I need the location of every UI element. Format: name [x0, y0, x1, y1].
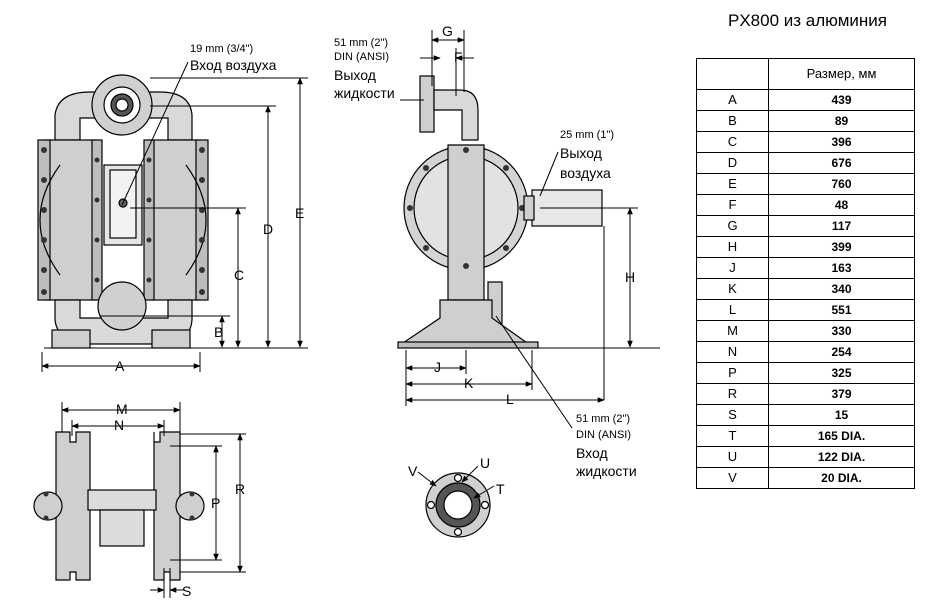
- air-inlet-size: 19 mm (3/4"): [190, 43, 253, 55]
- dim-m-label: M: [116, 401, 128, 417]
- dim-r-label: R: [235, 481, 245, 497]
- dim-p-label: P: [211, 495, 220, 511]
- dim-u-label: U: [480, 455, 490, 471]
- dim-e-label: E: [295, 205, 304, 221]
- table-cell-value: 165 DIA.: [768, 425, 915, 447]
- dim-n-label: N: [114, 417, 124, 433]
- table-cell-value: 20 DIA.: [768, 467, 915, 489]
- dim-d-label: D: [263, 221, 273, 237]
- dim-v-label: V: [408, 463, 418, 479]
- dim-f-label: F: [454, 49, 463, 65]
- table-header-key: [696, 58, 769, 90]
- page-title: PX800 из алюминия: [728, 11, 887, 30]
- air-exhaust-label-1: Выход: [560, 145, 602, 161]
- dim-a-label: A: [115, 358, 125, 374]
- fluid-inlet-size: 51 mm (2"): [576, 413, 630, 425]
- fluid-inlet-label-2: жидкости: [576, 463, 637, 479]
- fluid-outlet-label-2: жидкости: [334, 85, 395, 101]
- air-inlet-label: Вход воздуха: [190, 57, 277, 73]
- air-exhaust-size: 25 mm (1"): [560, 129, 614, 141]
- fluid-outlet-label-1: Выход: [334, 67, 376, 83]
- dim-g-label: G: [442, 23, 453, 39]
- dim-b-label: B: [214, 324, 223, 340]
- flange-view: [425, 472, 491, 538]
- dim-j-label: J: [434, 359, 441, 375]
- table-cell-value: 163: [768, 257, 915, 279]
- fluid-inlet-std: DIN (ANSI): [576, 429, 631, 441]
- table-header-value: Размер, мм: [768, 58, 915, 90]
- table-header-row: Размер, мм: [696, 58, 915, 90]
- front-view: [37, 74, 209, 349]
- dim-k-label: K: [464, 375, 474, 391]
- dim-h-label: H: [625, 269, 635, 285]
- fluid-inlet-label-1: Вход: [576, 445, 608, 461]
- dim-c-label: C: [234, 267, 244, 283]
- air-exhaust-label-2: воздуха: [560, 165, 611, 181]
- dim-s-label: S: [182, 583, 191, 599]
- fluid-outlet-std: DIN (ANSI): [334, 51, 389, 63]
- side-view: [397, 75, 603, 349]
- dim-l-label: L: [506, 391, 514, 407]
- dim-t-label: T: [496, 481, 505, 497]
- fluid-outlet-size: 51 mm (2"): [334, 37, 388, 49]
- bottom-view: [33, 431, 205, 581]
